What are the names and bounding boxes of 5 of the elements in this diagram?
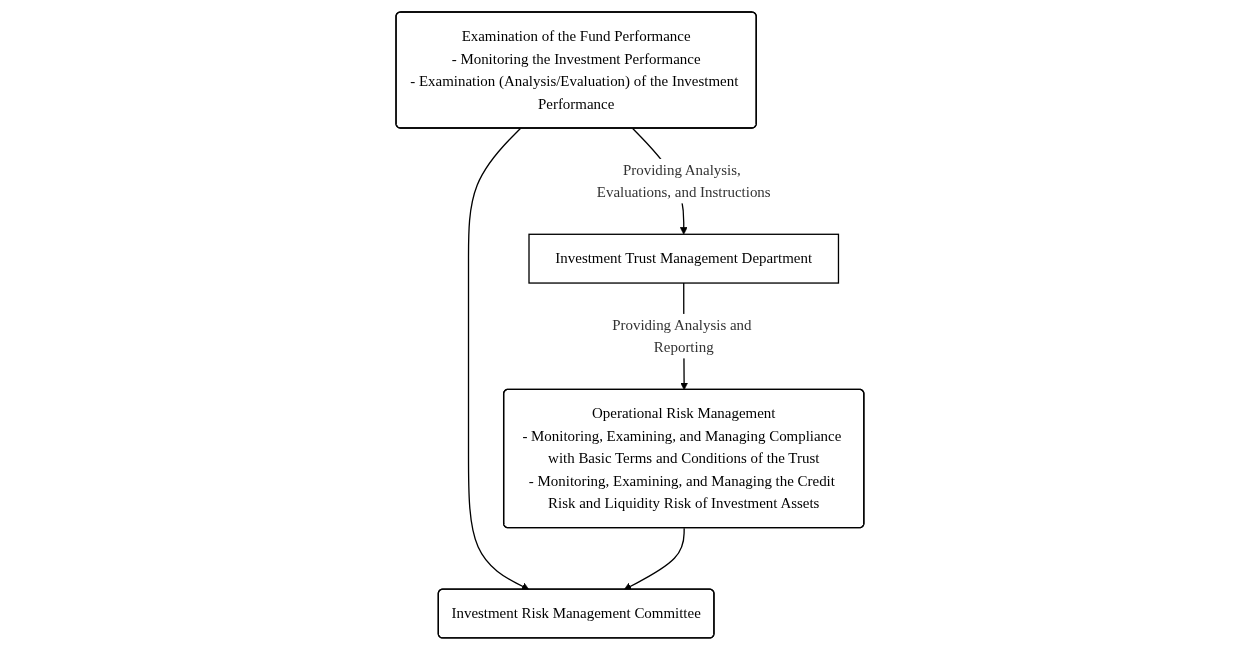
- arrow: [623, 527, 685, 590]
- edge-label: Providing Analysis, Evaluations, and Instructions: [596, 161, 771, 201]
- edge-label: Providing Analysis and Reporting: [611, 316, 752, 356]
- node-box: Investment Trust Management Department: [527, 233, 839, 284]
- arrow: [467, 127, 529, 590]
